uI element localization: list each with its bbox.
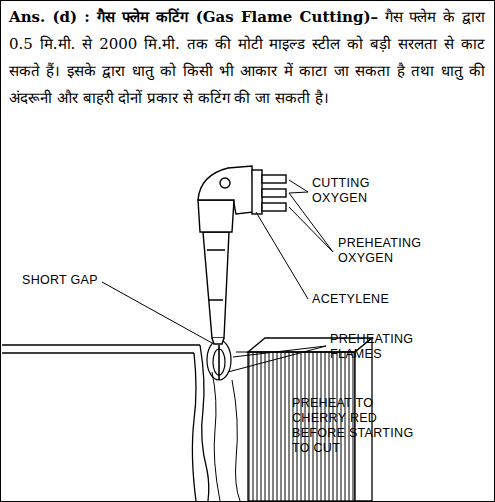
leader-lines <box>102 180 333 372</box>
note-text: PREHEAT TO CHERRY RED BEFORE STARTING TO… <box>292 396 427 456</box>
answer-heading: Ans. (d) : गैस फ्लेम कटिंग (Gas Flame Cu… <box>9 8 378 26</box>
part-label: PREHEATING OXYGEN <box>338 236 438 266</box>
part-label: SHORT GAP <box>22 273 112 288</box>
part-label: PREHEATING FLAMES <box>330 332 425 362</box>
cutting-torch <box>198 166 286 344</box>
part-label: CUTTING OXYGEN <box>312 176 392 206</box>
workpiece-plate <box>2 345 220 501</box>
part-label: ACETYLENE <box>312 292 412 307</box>
preheating-flames <box>207 340 231 380</box>
answer-paragraph: Ans. (d) : गैस फ्लेम कटिंग (Gas Flame Cu… <box>9 4 485 112</box>
